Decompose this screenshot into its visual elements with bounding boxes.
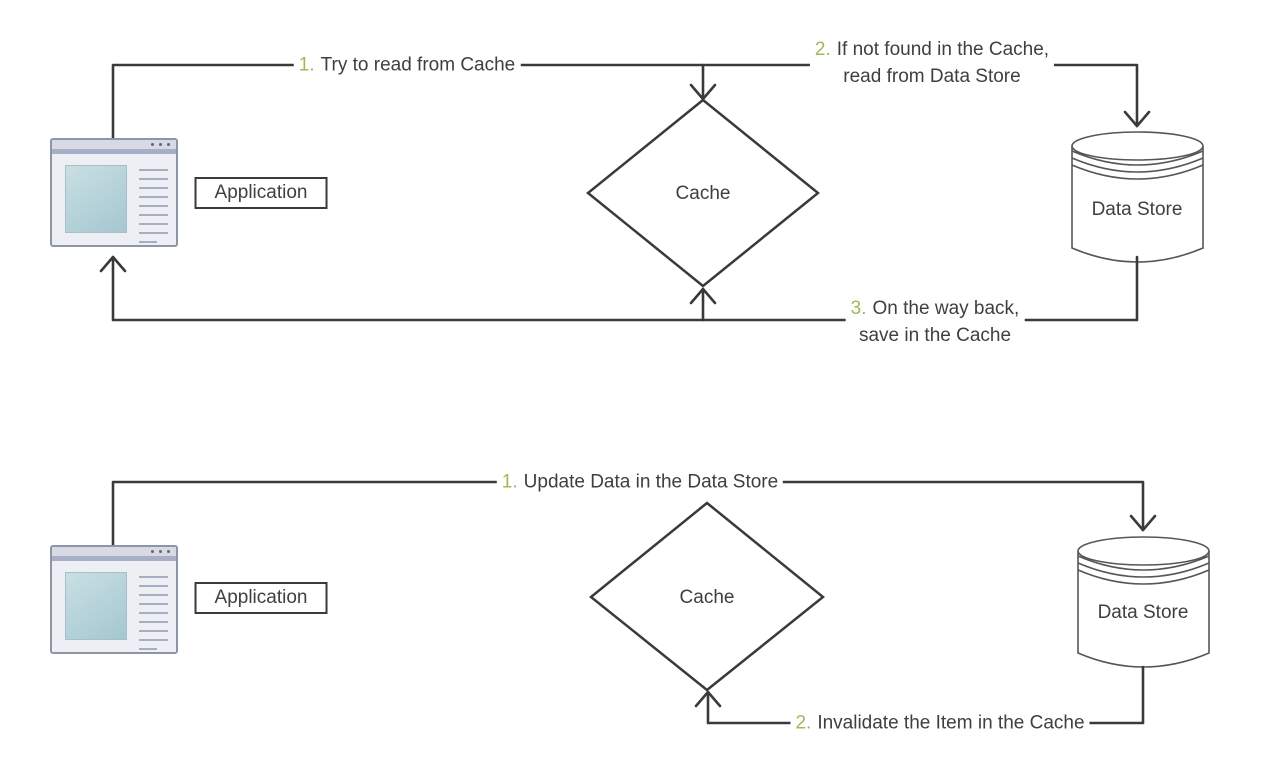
window-titlebar [52,547,176,561]
step-number: 1. [501,471,518,493]
application-icon [50,138,178,247]
step-number: 1. [298,54,315,76]
data-store-label: Data Store [1091,199,1183,220]
data-store-cylinder-read-flow [1071,131,1204,263]
step-text-line2: save in the Cache [858,325,1012,346]
step-text-line2: read from Data Store [843,66,1021,87]
window-buttons-icon [151,550,170,553]
application-icon [50,545,178,654]
window-content-pane [65,165,127,233]
annotation-read-step-1: 1.Try to read from Cache [293,51,521,79]
data-store-cylinder-update-flow [1077,536,1210,668]
window-content-pane [65,572,127,640]
arrow-datastore-back-to-app-line [111,255,1139,322]
window-buttons-icon [151,143,170,146]
annotation-update-step-1: 1.Update Data in the Data Store [496,468,784,496]
data-store-label: Data Store [1097,602,1189,623]
arrowhead-into-cache-top [689,83,717,101]
step-number: 3. [850,298,867,319]
cache-label: Cache [675,183,731,204]
application-label: Application [194,582,328,614]
step-text: Try to read from Cache [320,54,516,76]
step-text-line1: 3.On the way back, [850,298,1020,319]
step-number: 2. [814,39,831,60]
step-text: Update Data in the Data Store [523,471,779,493]
cache-label: Cache [679,587,735,608]
arrow-app-to-datastore-top-line [111,63,1139,141]
arrowhead-into-cache-bottom [689,287,717,305]
cache-diamond-read-flow [586,98,820,288]
application-label: Application [194,177,328,209]
arrowhead-into-app-bottom [99,255,127,273]
arrowhead-into-cache-invalidate [694,690,722,708]
step-number: 2. [795,712,812,734]
cache-diamond-update-flow [589,501,825,692]
window-text-lines [139,576,168,657]
arrowhead-into-datastore-top [1123,110,1151,128]
annotation-read-step-3: 3.On the way back, save in the Cache [845,295,1025,349]
step-text: Invalidate the Item in the Cache [817,712,1085,734]
window-titlebar [52,140,176,154]
arrowhead-into-datastore-update [1129,514,1157,532]
annotation-read-step-2: 2.If not found in the Cache, read from D… [809,36,1055,90]
annotation-update-step-2: 2.Invalidate the Item in the Cache [790,709,1090,737]
step-text-line1: 2.If not found in the Cache, [814,39,1050,60]
window-text-lines [139,169,168,250]
